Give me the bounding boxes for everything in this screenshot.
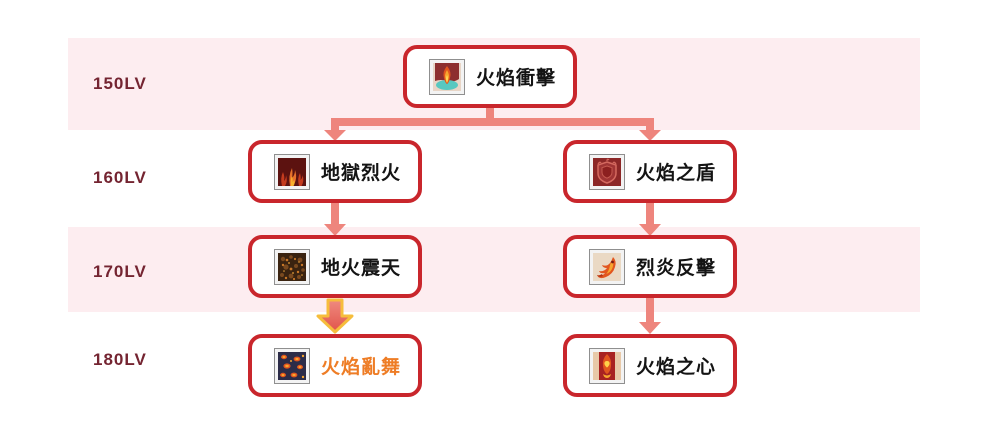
flame-dance-icon [274,347,310,384]
level-label-160: 160LV [93,168,147,187]
connector-hellblaze-to-groundquake [324,203,346,236]
flame-shield-icon [589,153,625,190]
skill-node-flame-shield[interactable]: 火焰之盾 [563,140,737,203]
connector-root-to-children [324,105,661,141]
level-label-180: 180LV [93,350,147,369]
connector-flameshield-to-blazecounter [639,203,661,236]
skill-node-flame-impact[interactable]: 火焰衝擊 [403,45,577,108]
level-band-170 [68,227,920,312]
skill-node-ground-quake[interactable]: 地火震天 [248,235,422,298]
skill-name: 火焰衝擊 [476,68,557,89]
skill-name: 烈炎反擊 [636,258,717,279]
flame-impact-icon [429,58,465,95]
level-label-170: 170LV [93,262,147,281]
hell-blaze-icon [274,153,310,190]
skill-name: 地獄烈火 [321,163,402,184]
skill-name: 火焰之心 [636,357,717,378]
blaze-counter-icon [589,248,625,285]
connector-blazecounter-to-flameheart [639,298,661,334]
ground-quake-icon [274,248,310,285]
skill-node-flame-heart[interactable]: 火焰之心 [563,334,737,397]
connector-groundquake-to-flamedance-highlighted [316,298,354,334]
skill-name: 火焰之盾 [636,163,717,184]
skill-node-flame-dance[interactable]: 火焰亂舞 [248,334,422,397]
skill-name: 火焰亂舞 [321,357,402,378]
skill-node-blaze-counter[interactable]: 烈炎反擊 [563,235,737,298]
skill-node-hell-blaze[interactable]: 地獄烈火 [248,140,422,203]
skill-name: 地火震天 [321,258,402,279]
flame-heart-icon [589,347,625,384]
level-label-150: 150LV [93,74,147,93]
